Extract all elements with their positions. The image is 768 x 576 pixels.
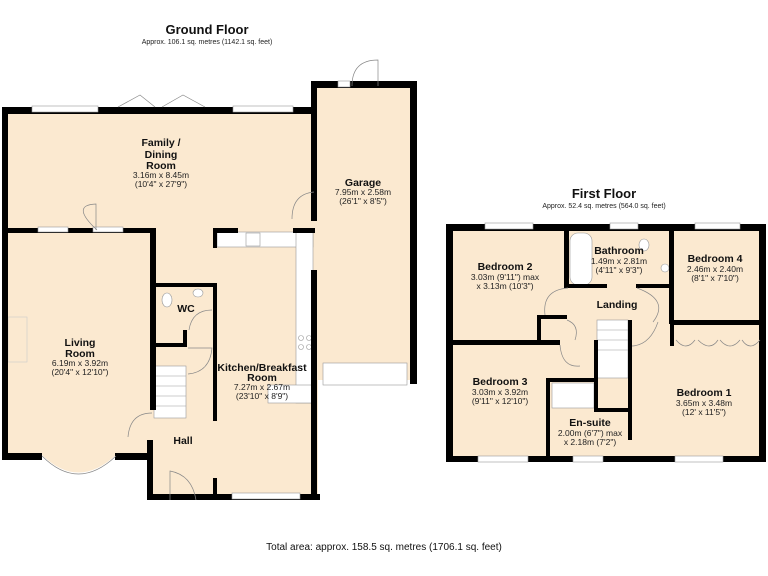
- living-room: [5, 230, 153, 455]
- svg-text:7.95m x 2.58m: 7.95m x 2.58m: [335, 187, 391, 197]
- svg-text:(12' x 11'5"): (12' x 11'5"): [682, 407, 726, 417]
- wardrobe-doors: [675, 339, 761, 347]
- svg-text:(10'4" x 27'9"): (10'4" x 27'9"): [135, 179, 187, 189]
- sink-icon: [245, 232, 261, 247]
- svg-text:(8'1" x 7'10"): (8'1" x 7'10"): [691, 273, 739, 283]
- svg-text:Bedroom 4: Bedroom 4: [688, 253, 743, 265]
- room-label-en-suite: En-suite 2.00m (6'7") max x 2.18m (7'2"): [558, 417, 623, 447]
- bath-icon: [569, 232, 593, 286]
- svg-text:En-suite: En-suite: [569, 417, 611, 429]
- room-label-garage: Garage 7.95m x 2.58m (26'1" x 8'5"): [335, 177, 391, 206]
- room-label-landing: Landing: [597, 299, 638, 311]
- room-label-hall: Hall: [173, 435, 192, 447]
- room-label-family-dining: Family / Dining Room 3.16m x 8.45m (10'4…: [133, 137, 189, 189]
- svg-text:1.49m x 2.81m: 1.49m x 2.81m: [591, 256, 647, 266]
- toilet-icon: [638, 238, 650, 252]
- kitchen-hall-area: [150, 230, 318, 498]
- room-label-wc: WC: [177, 303, 195, 315]
- svg-text:(4'11" x 9'3"): (4'11" x 9'3"): [596, 265, 643, 275]
- svg-text:6.19m x 3.92m: 6.19m x 3.92m: [52, 358, 108, 368]
- room-label-bathroom: Bathroom 1.49m x 2.81m (4'11" x 9'3"): [591, 245, 647, 275]
- svg-text:2.46m x 2.40m: 2.46m x 2.40m: [687, 264, 743, 274]
- svg-text:(23'10" x 8'9"): (23'10" x 8'9"): [236, 391, 288, 401]
- svg-text:x 2.18m (7'2"): x 2.18m (7'2"): [564, 437, 617, 447]
- svg-text:3.03m x 3.92m: 3.03m x 3.92m: [472, 387, 528, 397]
- bifold-doors: [117, 94, 206, 108]
- ground-floor-plan: [2, 59, 417, 501]
- stairs: [153, 365, 187, 419]
- svg-text:Dining: Dining: [145, 149, 178, 161]
- svg-text:Room: Room: [247, 372, 277, 384]
- svg-text:Garage: Garage: [345, 177, 381, 189]
- svg-text:Bedroom 3: Bedroom 3: [473, 376, 528, 388]
- svg-text:x 3.13m (10'3"): x 3.13m (10'3"): [476, 281, 533, 291]
- room-label-kitchen: Kitchen/Breakfast Room 7.27m x 2.67m (23…: [217, 362, 307, 401]
- svg-text:2.00m (6'7") max: 2.00m (6'7") max: [558, 428, 623, 438]
- room-label-bedroom-1: Bedroom 1 3.65m x 3.48m (12' x 11'5"): [676, 387, 732, 417]
- ground-floor-title: Ground Floor: [165, 22, 248, 37]
- svg-text:3.03m (9'11") max: 3.03m (9'11") max: [471, 272, 540, 282]
- svg-text:(20'4" x 12'10"): (20'4" x 12'10"): [51, 367, 108, 377]
- basin-icon: [192, 288, 204, 298]
- svg-text:Bedroom 1: Bedroom 1: [677, 387, 732, 399]
- shower-icon: [551, 382, 595, 409]
- room-label-bedroom-2: Bedroom 2 3.03m (9'11") max x 3.13m (10'…: [471, 261, 540, 291]
- ground-floor-area: Approx. 106.1 sq. metres (1142.1 sq. fee…: [142, 39, 273, 46]
- svg-text:7.27m x 2.67m: 7.27m x 2.67m: [234, 382, 290, 392]
- garage-door: [322, 362, 408, 386]
- svg-text:Bedroom 2: Bedroom 2: [478, 261, 533, 273]
- svg-text:Bathroom: Bathroom: [594, 245, 644, 257]
- stairs: [596, 319, 629, 379]
- svg-text:Kitchen/Breakfast: Kitchen/Breakfast: [217, 362, 307, 374]
- svg-text:Living: Living: [65, 337, 96, 349]
- toilet-icon: [161, 292, 173, 308]
- svg-text:(26'1" x 8'5"): (26'1" x 8'5"): [339, 196, 387, 206]
- first-floor-plan: [446, 222, 766, 463]
- garage-side-door: [351, 59, 379, 87]
- room-label-bedroom-4: Bedroom 4 2.46m x 2.40m (8'1" x 7'10"): [687, 253, 743, 283]
- svg-text:(9'11" x 12'10"): (9'11" x 12'10"): [472, 396, 529, 406]
- room-label-living-room: Living Room 6.19m x 3.92m (20'4" x 12'10…: [51, 337, 108, 377]
- svg-text:Room: Room: [146, 160, 176, 172]
- family-dining-room: [5, 110, 315, 230]
- basin-icon: [660, 263, 670, 273]
- first-floor-area: Approx. 52.4 sq. metres (564.0 sq. feet): [542, 203, 665, 210]
- first-floor-title: First Floor: [572, 186, 636, 201]
- svg-text:3.16m x 8.45m: 3.16m x 8.45m: [133, 170, 189, 180]
- svg-text:Family /: Family /: [141, 137, 180, 149]
- svg-text:3.65m x 3.48m: 3.65m x 3.48m: [676, 398, 732, 408]
- total-area: Total area: approx. 158.5 sq. metres (17…: [266, 542, 502, 553]
- garage: [313, 85, 413, 380]
- svg-text:Room: Room: [65, 348, 95, 360]
- room-label-bedroom-3: Bedroom 3 3.03m x 3.92m (9'11" x 12'10"): [472, 376, 529, 406]
